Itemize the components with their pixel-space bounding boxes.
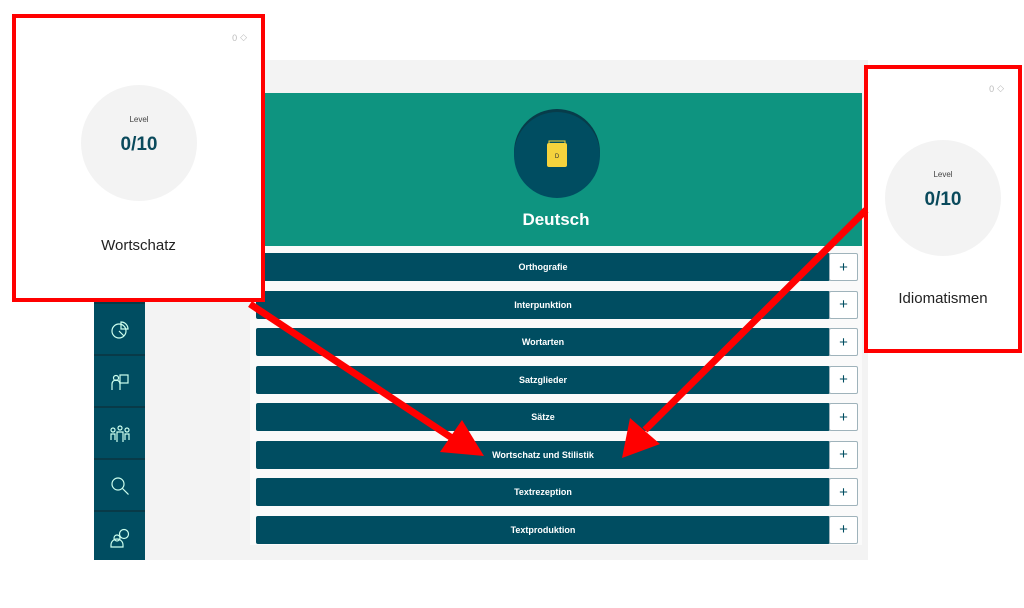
sidebar-item-statistics[interactable]	[94, 302, 145, 355]
expand-button[interactable]: +	[829, 290, 858, 319]
subject-title: Deutsch	[522, 210, 590, 229]
pie-chart-icon	[110, 320, 129, 339]
topic-row: Interpunktion+	[256, 290, 858, 319]
gem-counter: 0◇	[989, 83, 1004, 94]
support-icon	[109, 528, 129, 548]
topic-button[interactable]: Textrezeption	[256, 478, 830, 506]
topic-card-wortschatz[interactable]: 0◇ Level 0/10 Wortschatz	[12, 14, 265, 302]
topic-button[interactable]: Interpunktion	[256, 290, 830, 319]
expand-button[interactable]: +	[829, 515, 858, 544]
gem-counter: 0◇	[232, 32, 247, 43]
expand-button[interactable]: +	[829, 365, 858, 394]
expand-button[interactable]: +	[829, 478, 858, 506]
arrow-right	[622, 207, 869, 458]
level-value: 0/10	[924, 189, 962, 210]
teacher-icon	[110, 373, 129, 390]
level-circle: Level 0/10	[81, 85, 197, 201]
diamond-icon: ◇	[997, 83, 1004, 93]
topic-card-idiomatismen[interactable]: 0◇ Level 0/10 Idiomatismen	[864, 65, 1022, 353]
sidebar-item-teacher[interactable]	[94, 354, 145, 407]
card-name: Wortschatz	[101, 237, 176, 254]
arrow-left	[248, 301, 484, 456]
sidebar-item-support[interactable]	[94, 510, 145, 563]
sidebar-item-group[interactable]	[94, 406, 145, 459]
search-icon	[110, 476, 129, 495]
gem-count: 0	[989, 83, 995, 94]
svg-text:D: D	[555, 154, 560, 160]
topic-button[interactable]: Sätze	[256, 403, 830, 431]
topic-button[interactable]: Textproduktion	[256, 515, 830, 544]
book-icon: D	[547, 140, 567, 167]
level-label: Level	[129, 115, 149, 124]
level-value: 0/10	[120, 134, 158, 155]
topic-row: Orthografie+	[256, 253, 858, 281]
expand-button[interactable]: +	[829, 440, 858, 469]
diamond-icon: ◇	[240, 32, 247, 42]
topic-row: Textrezeption+	[256, 478, 858, 506]
subject-logo: D	[514, 112, 600, 198]
expand-button[interactable]: +	[829, 328, 858, 356]
topic-button[interactable]: Wortschatz und Stilistik	[256, 440, 830, 469]
topic-button[interactable]: Orthografie	[256, 253, 830, 281]
group-icon	[109, 424, 130, 442]
expand-button[interactable]: +	[829, 253, 858, 281]
expand-button[interactable]: +	[829, 403, 858, 431]
sidebar-item-search[interactable]	[94, 458, 145, 511]
topic-row: Textproduktion+	[256, 515, 858, 544]
level-circle: Level 0/10	[885, 140, 1001, 256]
level-label: Level	[933, 170, 953, 179]
topic-row: Sätze+	[256, 403, 858, 431]
card-name: Idiomatismen	[898, 290, 988, 307]
gem-count: 0	[232, 32, 238, 43]
topic-row: Wortschatz und Stilistik+	[256, 440, 858, 469]
